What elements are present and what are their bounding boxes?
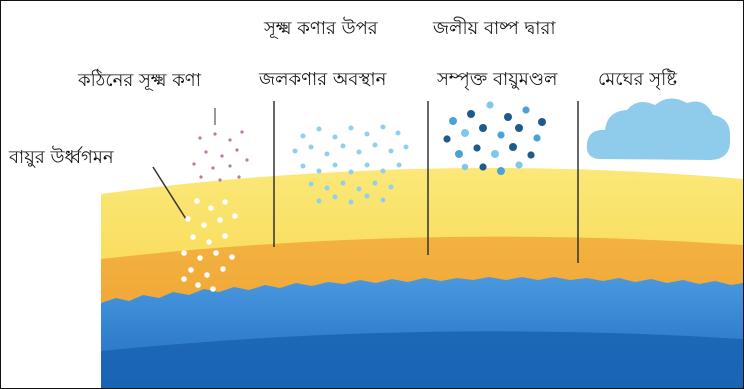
pointer-line-rising-air: [152, 166, 187, 220]
label-top-line1: সূক্ষ্ম কণার উপর: [264, 18, 378, 39]
label-saturated-air: সম্পৃক্ত বায়ুমণ্ডল: [437, 69, 558, 90]
water-droplets: [292, 124, 409, 205]
saturated-droplets: [443, 101, 546, 175]
label-droplet-position: জলকণার অবস্থান: [259, 69, 387, 90]
deep-sea-band: [101, 331, 743, 388]
solid-particles: [192, 130, 249, 182]
label-cloud-formation: মেঘের সৃষ্টি: [598, 69, 678, 90]
rising-air-particles: [181, 198, 238, 292]
label-solid-particles: কঠিনের সূক্ষ্ম কণা: [78, 70, 201, 91]
label-top-line2: জলীয় বাষ্প দ্বারা: [433, 18, 556, 39]
cloud-shape: [586, 98, 731, 160]
label-rising-air: বায়ুর উর্ধ্বগমন: [9, 147, 114, 168]
